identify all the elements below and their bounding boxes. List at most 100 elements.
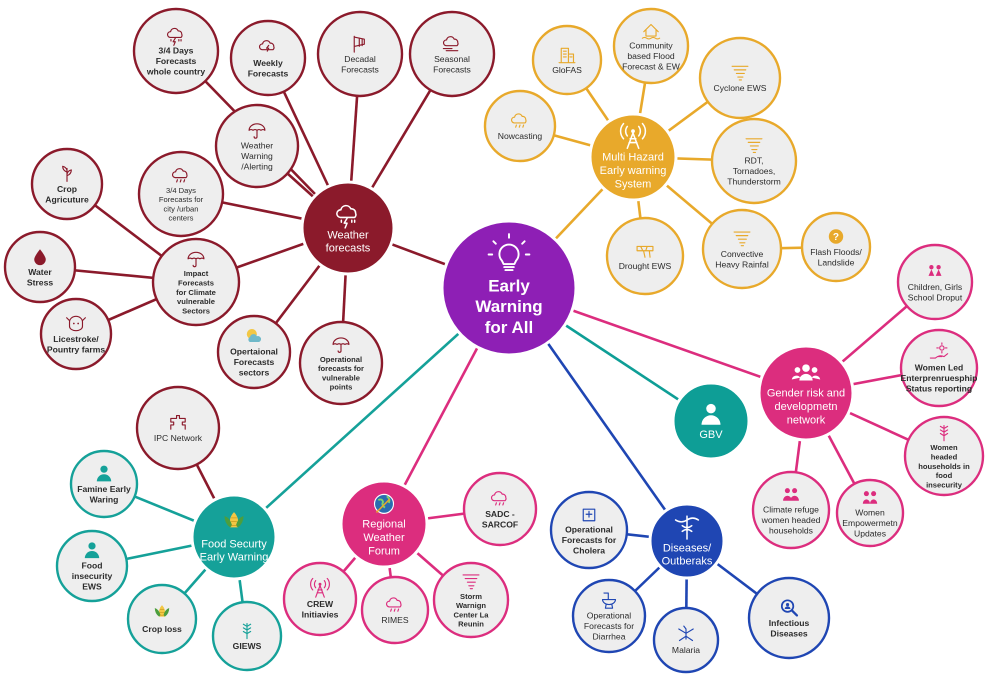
node-circle: [571, 578, 647, 654]
node-mh-nowcasting[interactable]: Nowcasting: [483, 89, 557, 163]
node-label-line: vulnerable: [322, 373, 360, 382]
node-circle: [757, 344, 855, 442]
node-mh-cyclone[interactable]: Cyclone EWS: [698, 36, 782, 120]
node-r-sadc[interactable]: SADC -SARCOF: [462, 471, 538, 547]
node-label-line: System: [615, 178, 652, 190]
node-label-line: Impact: [184, 269, 209, 278]
node-label-line: households: [769, 526, 813, 536]
node-label-line: sectors: [239, 368, 270, 378]
node-label-line: whole country: [146, 67, 205, 77]
wheat-icon: [939, 425, 949, 442]
node-label-line: Convective: [721, 249, 764, 259]
node-f-giews[interactable]: GIEWS: [211, 600, 283, 672]
node-gbv[interactable]: GBV: [671, 381, 751, 461]
node-label-line: Multi Hazard: [602, 152, 664, 164]
house-flood-icon: [641, 23, 661, 40]
node-label-line: Food Securty: [201, 538, 267, 550]
node-label-line: city /urban: [163, 204, 198, 213]
node-label-line: Status reporting: [906, 384, 972, 394]
node-label-line: Forecasts: [234, 357, 275, 367]
person-icon: [96, 465, 112, 482]
node-label-line: insecurity: [72, 571, 113, 581]
node-circle: [298, 320, 384, 406]
node-circle: [462, 471, 538, 547]
node-f-ipc[interactable]: IPC Network: [135, 385, 221, 471]
cloud-rain-icon: [510, 113, 527, 128]
umbrella-icon: [332, 337, 350, 353]
node-circle: [549, 490, 629, 570]
node-label-line: Cholera: [573, 546, 605, 556]
node-d-malaria[interactable]: Malaria: [652, 606, 720, 674]
node-label-line: Cyclone EWS: [713, 83, 766, 93]
sun-cloud-icon: [246, 329, 262, 343]
node-mh-glofas[interactable]: GloFAS: [531, 24, 603, 96]
node-circle: [899, 328, 979, 408]
node-label-line: Regional: [362, 519, 405, 531]
node-label-line: for Climate: [176, 288, 216, 297]
node-mh-drought[interactable]: Drought EWS: [605, 216, 685, 296]
node-label-line: Malaria: [672, 645, 700, 655]
node-f-croploss[interactable]: Crop loss: [126, 583, 198, 655]
node-circle: [612, 7, 690, 85]
node-label-line: Pountry farms: [47, 344, 105, 354]
node-circle: [135, 385, 221, 471]
node-label-line: Initiavies: [302, 609, 339, 619]
node-mh-rdt[interactable]: RDT,Tornadoes,Thunderstorm: [710, 117, 798, 205]
node-label-line: Children, Girls: [908, 282, 962, 292]
node-mh-flash[interactable]: ?Flash Floods/Landslide: [800, 211, 872, 283]
node-label-line: Operational: [565, 525, 613, 535]
node-label-line: GIEWS: [233, 641, 262, 651]
node-circle: [151, 237, 241, 327]
node-label-line: Early warning: [600, 165, 667, 177]
node-circle: [531, 24, 603, 96]
storm-cloud-icon: [166, 27, 183, 46]
node-label-line: Weather: [363, 532, 405, 544]
node-circle: [652, 606, 720, 674]
node-diseases[interactable]: Diseases/Outberaks: [648, 502, 726, 580]
node-label-line: Famine Early: [77, 484, 131, 494]
node-circle: [300, 180, 396, 276]
node-w-livestock[interactable]: Licestroke/Pountry farms: [39, 297, 113, 371]
tornado-icon: [462, 574, 480, 590]
node-circle: [282, 561, 358, 637]
node-label-line: RDT,: [744, 156, 763, 166]
node-r-rimes[interactable]: RIMES: [360, 575, 430, 645]
node-circle: [126, 583, 198, 655]
node-circle: [229, 19, 307, 97]
node-circle: [190, 493, 278, 581]
node-label-line: SARCOF: [482, 519, 518, 529]
